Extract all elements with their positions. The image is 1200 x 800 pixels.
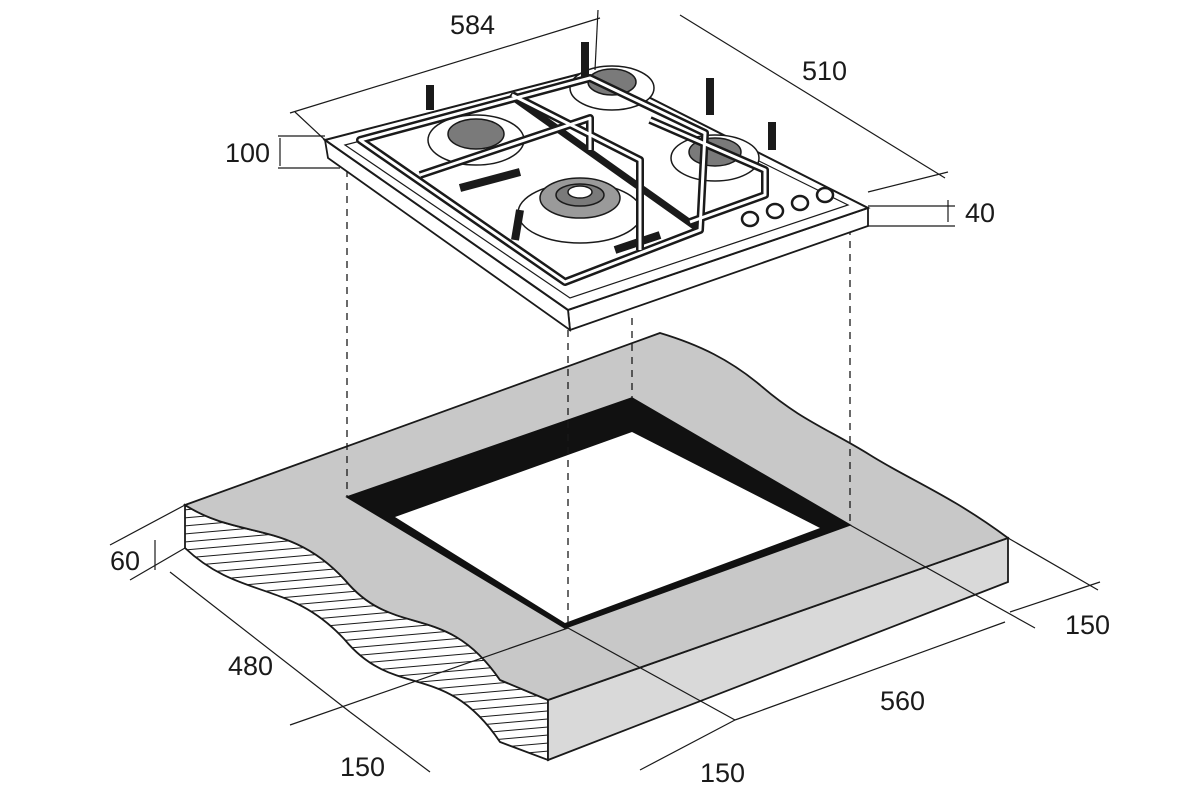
- dim-cutout-width: 560: [880, 686, 925, 716]
- cutout-inner: [395, 432, 820, 623]
- knob-3: [790, 194, 810, 212]
- dim-hob-width: 584: [450, 10, 495, 40]
- dimension-labels: 584 510 100 40 60 480 150 150 560 150: [110, 10, 1110, 788]
- dim-counter-thickness: 60: [110, 546, 140, 576]
- burner-rear-left: [427, 114, 525, 166]
- knob-2: [765, 202, 785, 220]
- dim-clearance-front: 150: [700, 758, 745, 788]
- control-knobs: [740, 186, 835, 228]
- dimension-lines: [109, 9, 1101, 773]
- dim-hob-height-with-grates: 100: [225, 138, 270, 168]
- countertop: [182, 332, 1010, 762]
- dim-cutout-depth: 480: [228, 651, 273, 681]
- knob-4: [815, 186, 835, 204]
- dim-hob-body-height: 40: [965, 198, 995, 228]
- pan-supports-inner: [358, 76, 767, 284]
- dim-clearance-left: 150: [340, 752, 385, 782]
- dim-hob-depth: 510: [802, 56, 847, 86]
- knob-1: [740, 210, 760, 228]
- dim-clearance-right: 150: [1065, 610, 1110, 640]
- burner-front-left-wok: [517, 177, 643, 244]
- gas-hob: [322, 42, 871, 332]
- projection-lines: [346, 170, 851, 628]
